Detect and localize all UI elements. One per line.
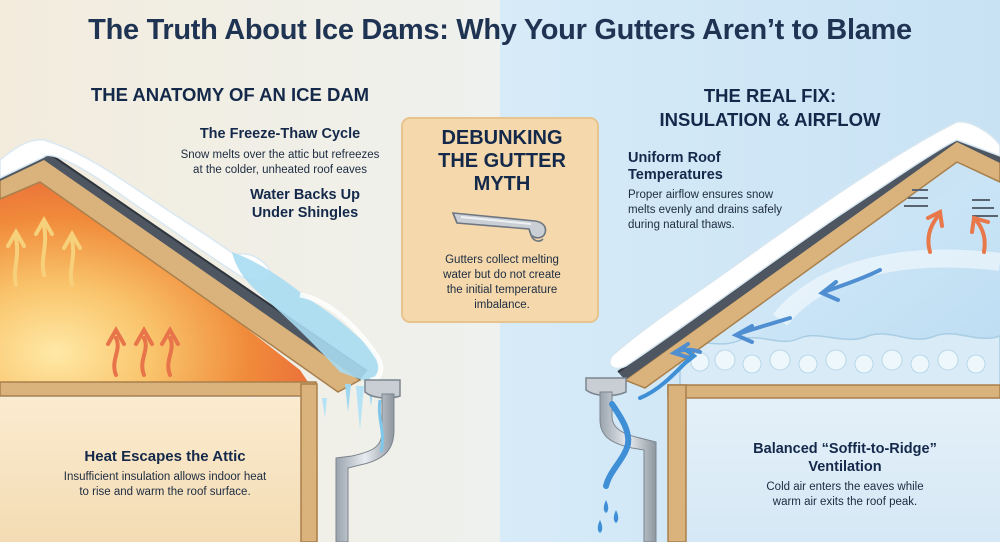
- myth-body-line: imbalance.: [474, 299, 530, 311]
- page-title: The Truth About Ice Dams: Why Your Gutte…: [88, 14, 912, 46]
- freeze-thaw-line: at the colder, unheated roof eaves: [193, 164, 367, 176]
- uniform-temps-text: Proper airflow ensures snow melts evenly…: [628, 188, 858, 233]
- heat-escapes-title: Heat Escapes the Attic: [84, 448, 246, 465]
- water-backs-up-line: Water Backs Up: [250, 187, 360, 203]
- water-backs-up-label: Water Backs Up Under Shingles: [230, 186, 380, 222]
- ventilation-title-line: Ventilation: [808, 459, 882, 475]
- freeze-thaw-line: Snow melts over the attic but refreezes: [180, 149, 380, 161]
- left-house: [0, 139, 401, 542]
- myth-body-line: Gutters collect melting: [445, 254, 559, 266]
- uniform-temps-title-line: Temperatures: [628, 167, 723, 183]
- ventilation-title-line: Balanced “Soffit-to-Ridge”: [753, 441, 937, 457]
- left-heading: THE ANATOMY OF AN ICE DAM: [90, 84, 370, 105]
- ventilation-title: Balanced “Soffit-to-Ridge” Ventilation: [720, 440, 970, 476]
- myth-title-line: MYTH: [473, 173, 531, 195]
- gutter-myth-card: DEBUNKING THE GUTTER MYTH Gutters collec…: [401, 117, 599, 323]
- myth-body: Gutters collect melting water but do not…: [413, 253, 591, 313]
- uniform-temps-title-line: Uniform Roof: [628, 150, 721, 166]
- right-heading-line: INSULATION & AIRFLOW: [659, 109, 881, 130]
- uniform-temps-line: during natural thaws.: [628, 219, 735, 231]
- uniform-temps-line: melts evenly and drains safely: [628, 204, 783, 216]
- ventilation-text: Cold air enters the eaves while warm air…: [720, 480, 970, 510]
- myth-title-line: DEBUNKING: [441, 127, 563, 149]
- myth-title: DEBUNKING THE GUTTER MYTH: [403, 127, 601, 196]
- heat-escapes-line: to rise and warm the roof surface.: [79, 486, 251, 498]
- ventilation-line: Cold air enters the eaves while: [766, 481, 924, 493]
- myth-title-line: THE GUTTER: [438, 150, 566, 172]
- gutter-icon: [451, 212, 547, 242]
- myth-body-line: water but do not create: [443, 269, 561, 281]
- heat-escapes-text: Insufficient insulation allows indoor he…: [15, 470, 315, 500]
- ventilation-line: warm air exits the roof peak.: [772, 496, 918, 508]
- heat-escapes-line: Insufficient insulation allows indoor he…: [63, 471, 267, 483]
- right-house: [585, 121, 1000, 542]
- freeze-thaw-text: Snow melts over the attic but refreezes …: [140, 148, 420, 178]
- uniform-temps-line: Proper airflow ensures snow: [628, 189, 774, 201]
- right-heading: THE REAL FIX: INSULATION & AIRFLOW: [620, 84, 920, 132]
- water-backs-up-line: Under Shingles: [251, 205, 359, 221]
- right-heading-line: THE REAL FIX:: [703, 85, 837, 106]
- freeze-thaw-title: The Freeze-Thaw Cycle: [199, 126, 361, 142]
- myth-body-line: the initial temperature: [446, 284, 558, 296]
- uniform-temps-title: Uniform Roof Temperatures: [628, 150, 828, 184]
